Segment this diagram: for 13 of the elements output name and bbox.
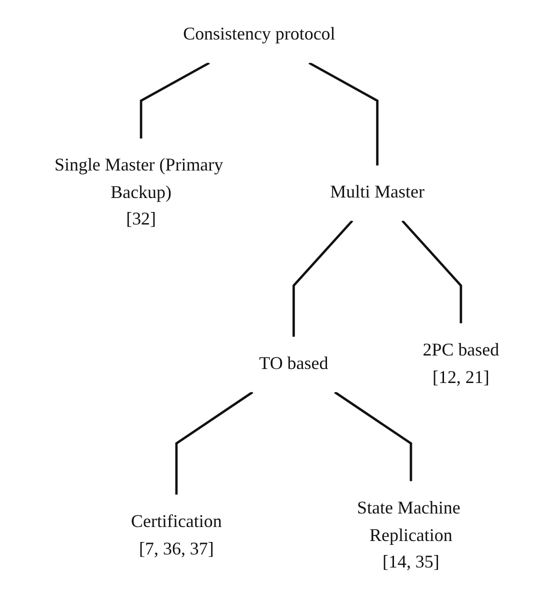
connector — [292, 220, 354, 337]
node-text: Certification [7, 36, 37] — [131, 512, 222, 559]
node-text: Multi Master — [330, 182, 424, 202]
node-text: State Machine Replication [14, 35] — [357, 498, 460, 572]
connector — [308, 62, 378, 166]
node-text: Consistency protocol — [183, 24, 336, 44]
connector — [334, 391, 412, 482]
connector — [175, 391, 254, 495]
node-text: Single Master (Primary Backup) [32] — [54, 156, 224, 230]
connector — [140, 62, 210, 138]
node-text: 2PC based [12, 21] — [422, 340, 500, 388]
connector — [401, 220, 462, 324]
node-text: TO based — [259, 354, 328, 374]
